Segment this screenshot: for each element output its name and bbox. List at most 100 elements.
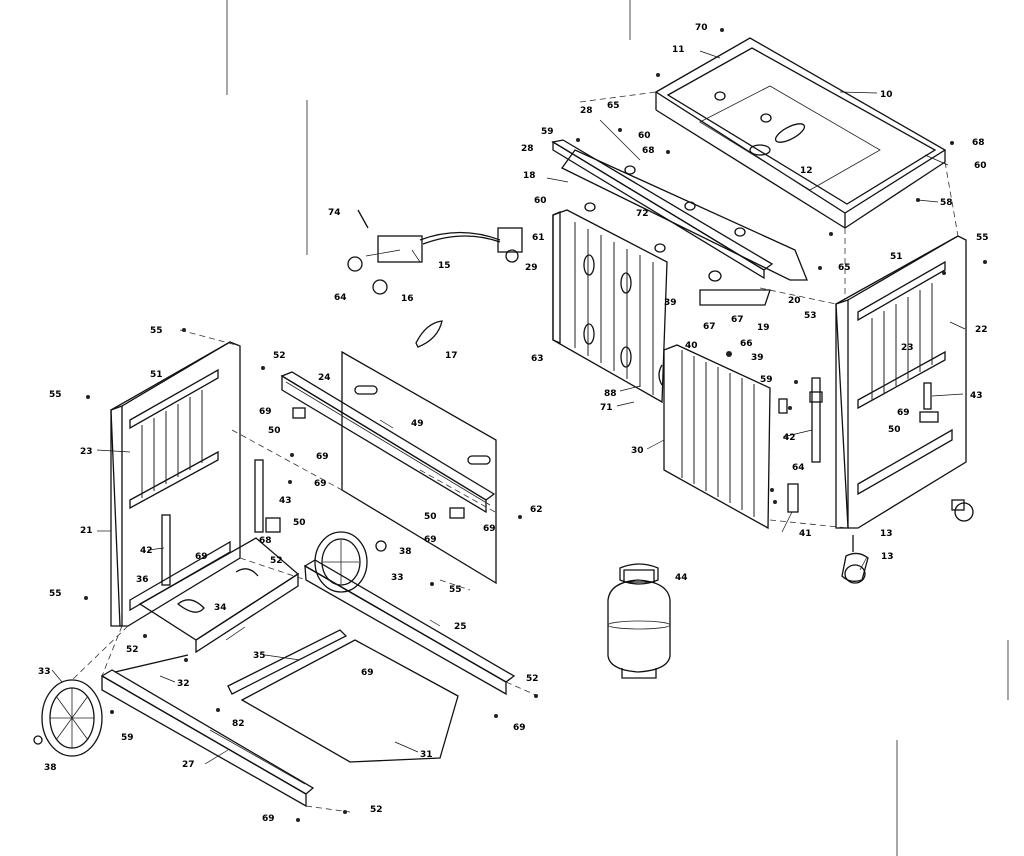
fasteners: [84, 260, 987, 822]
part-label-50: 50: [268, 426, 281, 436]
part-label-18: 18: [523, 171, 536, 181]
part-label-52: 52: [270, 556, 283, 566]
part-label-22: 22: [975, 325, 988, 335]
part-label-13: 13: [880, 529, 893, 539]
part-label-67: 67: [703, 322, 716, 332]
part-label-33: 33: [391, 573, 404, 583]
part-label-59: 59: [121, 733, 134, 743]
part-label-60: 60: [974, 161, 987, 171]
part-label-44: 44: [675, 573, 688, 583]
part-label-55: 55: [49, 390, 62, 400]
part-label-55: 55: [150, 326, 163, 336]
part-label-23: 23: [901, 343, 914, 353]
part-number-labels: 70 11 10 65 28 59 60 68 12 68 60 28 18 6…: [38, 23, 989, 824]
part-label-28: 28: [580, 106, 593, 116]
part-label-64: 64: [792, 463, 805, 473]
part-label-21: 21: [80, 526, 93, 536]
part-label-16: 16: [401, 294, 414, 304]
regulator-hose-assembly: [347, 209, 523, 348]
part-label-31: 31: [420, 750, 433, 760]
part-label-20: 20: [788, 296, 801, 306]
part-label-51: 51: [890, 252, 903, 262]
part-label-74: 74: [328, 208, 341, 218]
part-label-71: 71: [600, 403, 613, 413]
wheels: [33, 531, 387, 757]
part-label-52: 52: [126, 645, 139, 655]
front-rail-and-control-panel: [551, 128, 822, 306]
part-label-40: 40: [685, 341, 698, 351]
part-label-19: 19: [757, 323, 770, 333]
part-label-65: 65: [607, 101, 620, 111]
part-label-70: 70: [695, 23, 708, 33]
part-label-72: 72: [636, 209, 649, 219]
part-label-24: 24: [318, 373, 331, 383]
part-label-59: 59: [541, 127, 554, 137]
part-label-65: 65: [838, 263, 851, 273]
part-label-69: 69: [314, 479, 327, 489]
part-label-69: 69: [513, 723, 526, 733]
part-label-52: 52: [526, 674, 539, 684]
part-label-41: 41: [799, 529, 812, 539]
part-label-36: 36: [136, 575, 149, 585]
part-label-29: 29: [525, 263, 538, 273]
part-label-52: 52: [370, 805, 383, 815]
part-label-52: 52: [273, 351, 286, 361]
axle-rails: [100, 559, 516, 808]
part-label-13: 13: [881, 552, 894, 562]
part-label-69: 69: [424, 535, 437, 545]
part-label-55: 55: [49, 589, 62, 599]
part-label-55: 55: [976, 233, 989, 243]
part-label-51: 51: [150, 370, 163, 380]
part-label-39: 39: [751, 353, 764, 363]
part-label-69: 69: [897, 408, 910, 418]
part-label-62: 62: [530, 505, 543, 515]
part-label-43: 43: [279, 496, 292, 506]
part-label-50: 50: [293, 518, 306, 528]
part-label-30: 30: [631, 446, 644, 456]
part-label-69: 69: [316, 452, 329, 462]
rear-panel: [341, 350, 497, 585]
firebox-tray: [654, 28, 954, 236]
part-label-42: 42: [783, 433, 796, 443]
part-label-39: 39: [664, 298, 677, 308]
part-label-34: 34: [214, 603, 227, 613]
leader-lines: [51, 50, 966, 765]
rear-rail: [280, 371, 496, 514]
left-hinges: [254, 407, 465, 533]
part-label-25: 25: [454, 622, 467, 632]
part-label-49: 49: [411, 419, 424, 429]
part-label-23: 23: [80, 447, 93, 457]
part-label-82: 82: [232, 719, 245, 729]
part-label-43: 43: [970, 391, 983, 401]
part-label-67: 67: [731, 315, 744, 325]
part-label-69: 69: [195, 552, 208, 562]
part-label-38: 38: [399, 547, 412, 557]
casters: [841, 535, 869, 584]
scan-artifacts: [226, 0, 1009, 856]
propane-tank: [607, 563, 671, 679]
part-label-60: 60: [534, 196, 547, 206]
part-label-17: 17: [445, 351, 458, 361]
part-label-68: 68: [642, 146, 655, 156]
part-label-42: 42: [140, 546, 153, 556]
part-label-88: 88: [604, 389, 617, 399]
part-label-35: 35: [253, 651, 266, 661]
part-label-55: 55: [449, 585, 462, 595]
part-label-50: 50: [888, 425, 901, 435]
bottom-tray: [240, 639, 459, 763]
part-label-66: 66: [740, 339, 753, 349]
part-label-69: 69: [483, 524, 496, 534]
part-label-10: 10: [880, 90, 893, 100]
part-label-58: 58: [940, 198, 953, 208]
part-label-59: 59: [760, 375, 773, 385]
part-label-64: 64: [334, 293, 347, 303]
rear-door-panel: [552, 209, 668, 404]
right-side-frame: [835, 235, 974, 529]
part-label-32: 32: [177, 679, 190, 689]
part-label-11: 11: [672, 45, 685, 55]
front-door-panel: [658, 344, 788, 530]
part-label-12: 12: [800, 166, 813, 176]
part-label-69: 69: [259, 407, 272, 417]
part-label-60: 60: [638, 131, 651, 141]
